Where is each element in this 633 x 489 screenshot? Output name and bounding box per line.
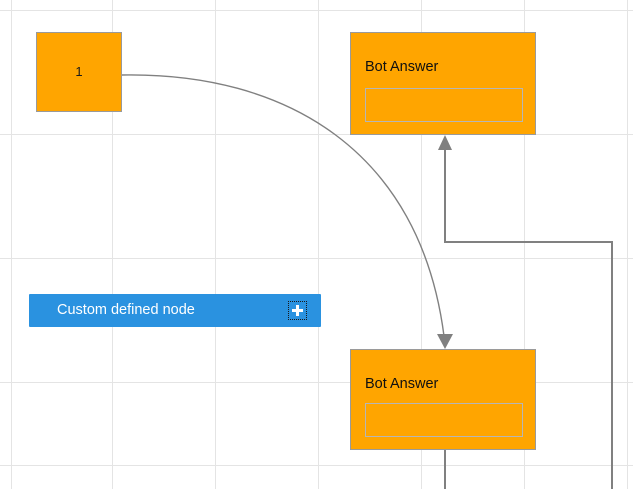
bot-answer-node-top-title: Bot Answer	[365, 59, 439, 75]
custom-defined-node-bar[interactable]: Custom defined node	[29, 294, 321, 327]
edge-start-to-bot-answer-bottom[interactable]	[121, 74, 445, 337]
bot-answer-node-top[interactable]: Bot Answer	[350, 32, 536, 135]
start-node-label: 1	[75, 64, 83, 79]
bot-answer-node-bottom-slot[interactable]	[365, 403, 523, 437]
bot-answer-node-bottom-title: Bot Answer	[365, 376, 439, 392]
plus-icon[interactable]	[288, 301, 307, 320]
edge-bot-answer-bottom-to-top[interactable]	[444, 148, 613, 243]
bot-answer-node-top-slot[interactable]	[365, 88, 523, 122]
arrowhead-down-icon	[437, 334, 453, 349]
start-node[interactable]: 1	[36, 32, 122, 112]
arrowhead-up-icon	[438, 135, 452, 150]
bot-answer-node-bottom[interactable]: Bot Answer	[350, 349, 536, 450]
custom-defined-node-label: Custom defined node	[57, 302, 195, 319]
plus-icon-vertical-bar	[296, 305, 299, 316]
